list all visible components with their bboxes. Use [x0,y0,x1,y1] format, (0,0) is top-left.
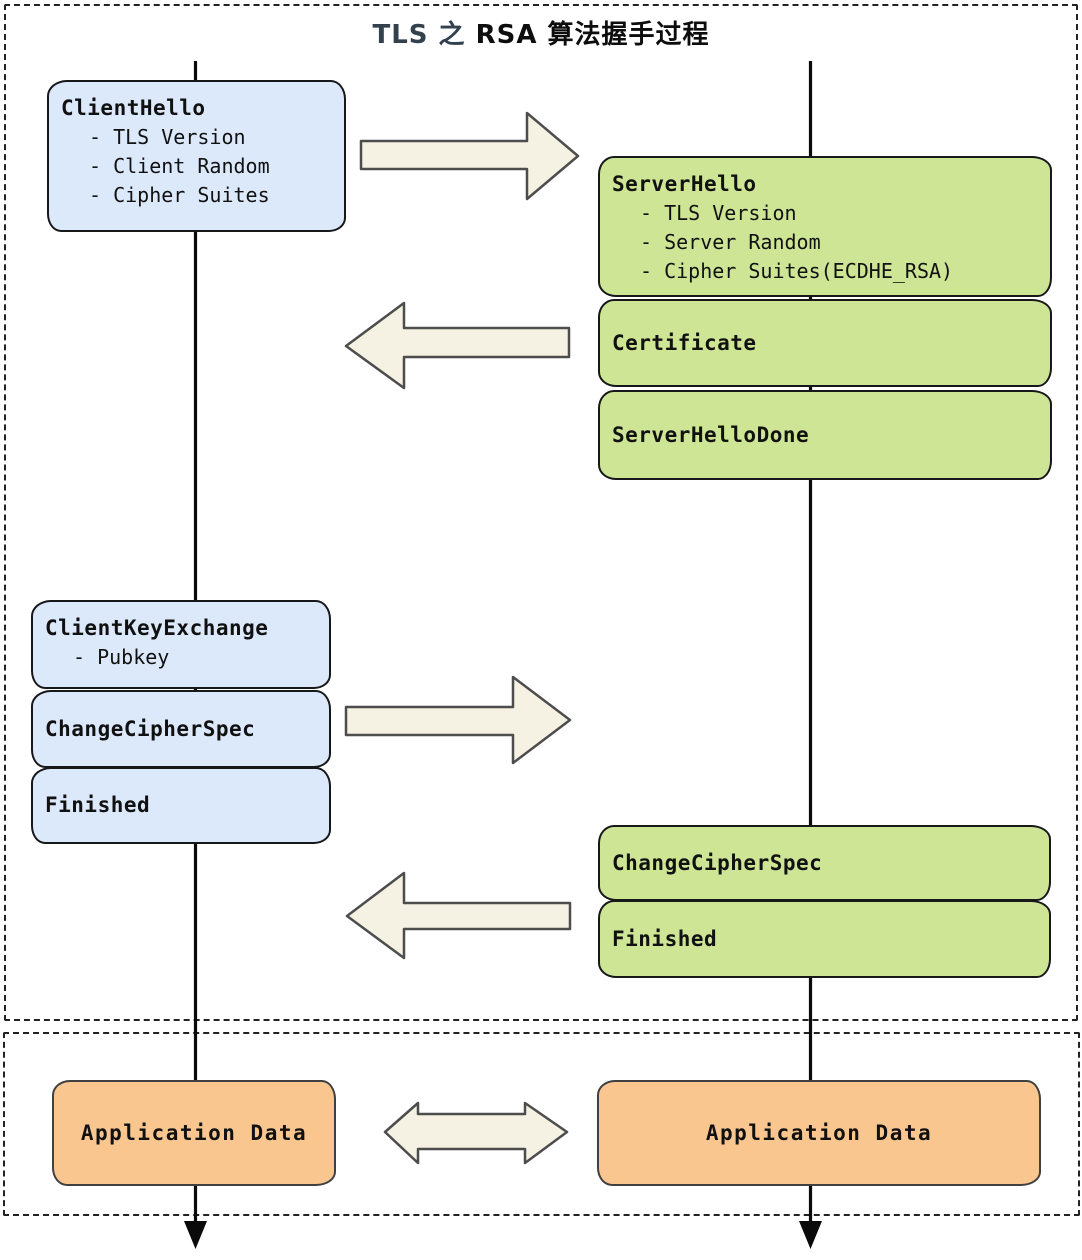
client-key-exchange-item: - Pubkey [73,645,170,669]
client-hello-item: - Client Random [89,154,270,178]
server-lifeline-arrowhead-icon [799,1221,822,1249]
client-application-data-box: Application Data [52,1080,336,1186]
client-lifeline-arrowhead-icon [184,1221,207,1249]
server-hello-done-box: ServerHelloDone [598,390,1052,480]
client-key-exchange-title: ClientKeyExchange [45,616,269,640]
certificate-label: Certificate [612,330,757,355]
server-hello-item: - TLS Version [640,201,797,225]
certificate-box: Certificate [598,299,1052,387]
client-hello-box: ClientHello - TLS Version - Client Rando… [47,80,346,232]
arrow-right-clienthello-icon [359,111,580,201]
title-part-zhi: 之 [438,20,466,50]
client-change-cipher-spec-box: ChangeCipherSpec [31,690,331,768]
server-hello-box: ServerHello - TLS Version - Server Rando… [598,156,1052,297]
title-part-tls: TLS [372,20,429,50]
server-hello-item: - Server Random [640,230,821,254]
server-hello-done-label: ServerHelloDone [612,422,810,447]
client-change-cipher-spec-label: ChangeCipherSpec [45,716,256,741]
client-hello-item: - TLS Version [89,125,246,149]
client-finished-label: Finished [45,793,151,817]
client-finished-box: Finished [31,767,331,844]
arrow-double-appdata-icon [383,1101,569,1165]
server-hello-item: - Cipher Suites(ECDHE_RSA) [640,259,954,283]
client-hello-item: - Cipher Suites [89,183,270,207]
server-change-cipher-spec-label: ChangeCipherSpec [612,850,823,875]
server-application-data-box: Application Data [597,1080,1041,1186]
server-finished-box: Finished [598,900,1051,978]
client-key-exchange-box: ClientKeyExchange - Pubkey [31,600,331,689]
handshake-phase-frame [4,4,1078,1021]
server-finished-label: Finished [612,926,718,951]
application-data-phase-frame [3,1032,1080,1216]
server-application-data-label: Application Data [705,1120,933,1145]
client-hello-title: ClientHello [61,96,206,120]
arrow-left-certificate-icon [344,301,571,390]
page-title: TLS 之 RSA 算法握手过程 [0,14,1082,51]
server-hello-title: ServerHello [612,172,757,196]
arrow-right-keyexchange-icon [344,675,572,765]
arrow-left-finished-icon [345,871,572,960]
client-application-data-label: Application Data [80,1120,308,1145]
title-part-rsa: RSA 算法握手过程 [475,20,710,50]
server-change-cipher-spec-box: ChangeCipherSpec [598,825,1051,901]
